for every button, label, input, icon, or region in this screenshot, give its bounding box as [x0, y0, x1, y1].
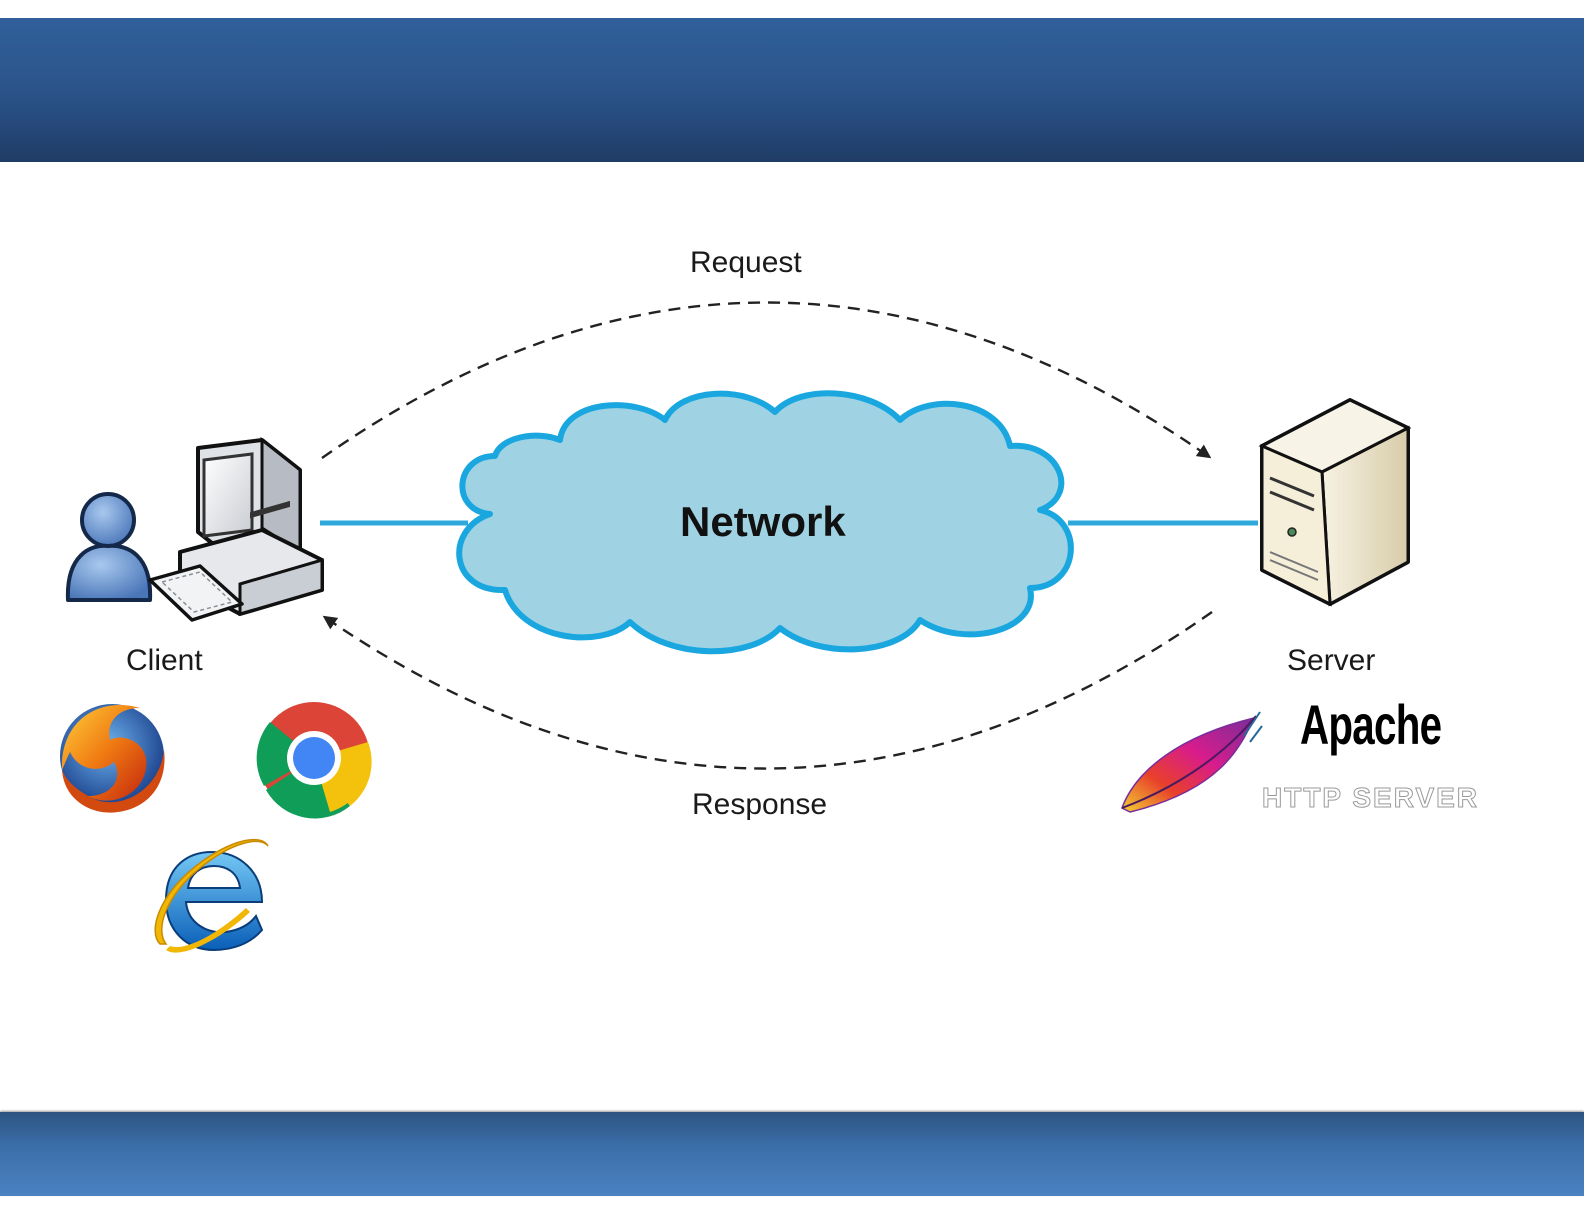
firefox-logo [60, 704, 165, 813]
server-icon [1262, 400, 1408, 604]
response-label: Response [692, 788, 827, 822]
server-label: Server [1287, 644, 1375, 678]
footer-bar [0, 1112, 1584, 1196]
internet-explorer-logo [155, 840, 268, 953]
client-label: Client [126, 644, 203, 678]
request-label: Request [690, 246, 802, 280]
computer-icon [150, 440, 322, 620]
apache-feather-icon [1122, 712, 1262, 812]
network-label: Network [680, 498, 846, 546]
apache-logo-subtitle: HTTP SERVER [1262, 782, 1479, 814]
apache-logo-text: Apache [1300, 692, 1441, 757]
user-icon [68, 494, 150, 600]
chrome-logo [257, 702, 372, 818]
